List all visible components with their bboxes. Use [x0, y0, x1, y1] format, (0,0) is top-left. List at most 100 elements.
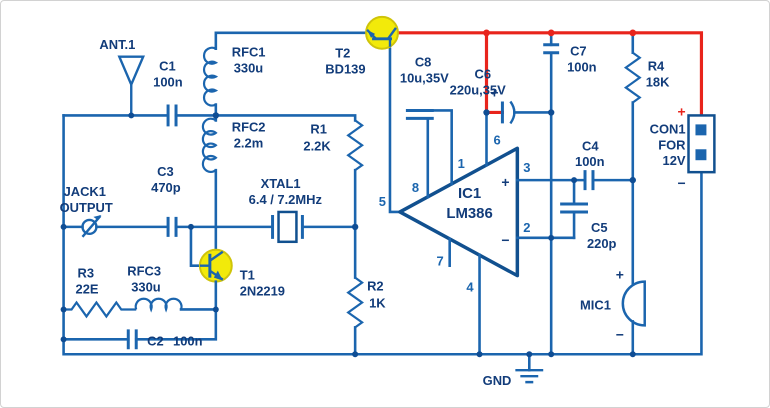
con1-pin-bottom: [695, 149, 707, 161]
ground-symbol: GND: [483, 352, 544, 388]
top-supply-rails: [214, 31, 704, 118]
junction-dot: [547, 109, 555, 116]
r1-top-wire: [214, 114, 357, 122]
rfc3-value: 330u: [131, 280, 161, 295]
junction-dot: [548, 234, 555, 241]
ant1-label: ANT.1: [99, 37, 135, 52]
t1-base-wire: [189, 225, 202, 267]
rfc2-value: 2.2m: [234, 135, 263, 150]
c7-name: C7: [570, 44, 587, 59]
ground-rail-wire: [62, 114, 703, 356]
r2-zigzag: [346, 276, 364, 329]
junction-dot: [212, 306, 219, 313]
c8-value: 10u,35V: [400, 71, 449, 86]
t2-value: BD139: [325, 62, 365, 77]
c2-value: 100n: [173, 333, 203, 348]
jack1-output: JACK1 OUTPUT: [60, 184, 113, 238]
junction-dot: [60, 306, 67, 313]
capacitor-c3: C3 470p: [95, 164, 274, 237]
c6-value: 220u,35V: [450, 83, 506, 98]
t1-emitter-arrow: [213, 270, 223, 281]
transistor-t1: T1 2N2219: [134, 225, 285, 341]
inductor-rfc3: RFC3 330u: [127, 264, 218, 313]
top-red-rail: [396, 31, 704, 118]
junction-dot-power: [629, 29, 637, 37]
r1-value: 2.2K: [303, 138, 331, 153]
r4-zigzag: [623, 51, 642, 104]
rfc2-coil: [201, 117, 218, 173]
r2-name: R2: [367, 279, 384, 294]
capacitor-c1: C1 100n: [62, 59, 218, 127]
mic1-minus-sign: −: [616, 326, 624, 342]
con1-label2: FOR: [658, 137, 686, 152]
transistor-t2: T2 BD139: [325, 15, 402, 214]
junction-dot: [351, 223, 359, 231]
ic1-pin1-label: 1: [458, 156, 465, 171]
junction-dots: [60, 29, 637, 358]
xtal1-body: [277, 210, 298, 244]
junction-dot: [187, 223, 194, 230]
c5-name: C5: [591, 220, 608, 235]
junction-dot-power: [483, 29, 490, 37]
rfc3-name: RFC3: [127, 264, 161, 279]
xtal1-name: XTAL1: [261, 176, 301, 191]
con1-plus-sign: +: [677, 103, 685, 119]
junction-dot: [60, 336, 67, 343]
ground-and-left-rail: [62, 114, 703, 356]
resistor-r2: R2 1K: [346, 276, 386, 356]
junction-dot: [483, 109, 490, 116]
t1-emitter-wire: [134, 280, 218, 341]
ic1-lm386: IC1 LM386 + − 6 1 8 5 7 4 3 2: [379, 109, 587, 356]
junction-dot-power: [547, 29, 555, 37]
capacitor-c8: C8 10u,35V: [400, 55, 449, 120]
ic1-plus-input: +: [501, 174, 509, 190]
r2-value: 1K: [369, 295, 386, 310]
capacitor-c6: + C6 220u,35V: [450, 67, 553, 125]
jack1-label1: JACK1: [64, 184, 106, 199]
c2-name: C2: [147, 333, 164, 348]
c5-value: 220p: [587, 236, 617, 251]
c6-name: C6: [475, 67, 492, 82]
c3-name: C3: [157, 164, 174, 179]
junction-dot: [629, 176, 636, 184]
crystal-xtal1: XTAL1 6.4 / 7.2MHz: [249, 176, 357, 244]
resistor-r3: R3 22E: [63, 266, 137, 319]
junction-dot: [212, 112, 220, 119]
mic1-icon: [621, 280, 646, 327]
c1-value: 100n: [153, 75, 183, 90]
capacitor-c4: C4 100n: [575, 138, 635, 191]
t2-emitter-arrow: [367, 29, 376, 38]
capacitor-c5: C5 220p: [560, 178, 617, 251]
antenna-icon: [117, 55, 146, 88]
t1-value: 2N2219: [240, 284, 285, 299]
t1-name: T1: [240, 268, 255, 283]
xtal1-value: 6.4 / 7.2MHz: [249, 192, 322, 207]
inductor-rfc2: RFC2 2.2m: [201, 117, 266, 252]
con1-pin-top: [695, 124, 707, 136]
c4-value: 100n: [575, 154, 605, 169]
ic1-body: [398, 146, 520, 278]
inductor-rfc1: RFC1 330u: [203, 45, 266, 122]
resistor-r1: R1 2.2K: [214, 114, 364, 279]
microphone-mic1: + − MIC1: [580, 178, 646, 356]
con1-label1: CON1: [650, 121, 686, 136]
ic1-minus-input: −: [501, 232, 509, 248]
ic1-pin8-label: 8: [412, 180, 419, 195]
c1-plates: [166, 104, 178, 127]
ic1-name: IC1: [458, 185, 481, 202]
connector-con1: + − CON1 FOR 12V: [650, 103, 716, 191]
mic1-label: MIC1: [580, 297, 611, 312]
capacitor-c2: C2 100n: [62, 329, 203, 350]
t2-base-wire: [388, 47, 402, 214]
rfc1-value: 330u: [234, 61, 264, 76]
c2-plates: [126, 329, 138, 350]
c8-plates: [405, 108, 434, 120]
r3-value: 22E: [76, 282, 99, 297]
junction-dot: [60, 223, 67, 230]
c7-value: 100n: [567, 60, 597, 75]
junction-dot: [571, 177, 578, 184]
ic1-pin3-label: 3: [523, 160, 530, 175]
capacitor-c7: C7 100n: [543, 31, 597, 356]
ic1-pin1-wire: [432, 109, 453, 186]
